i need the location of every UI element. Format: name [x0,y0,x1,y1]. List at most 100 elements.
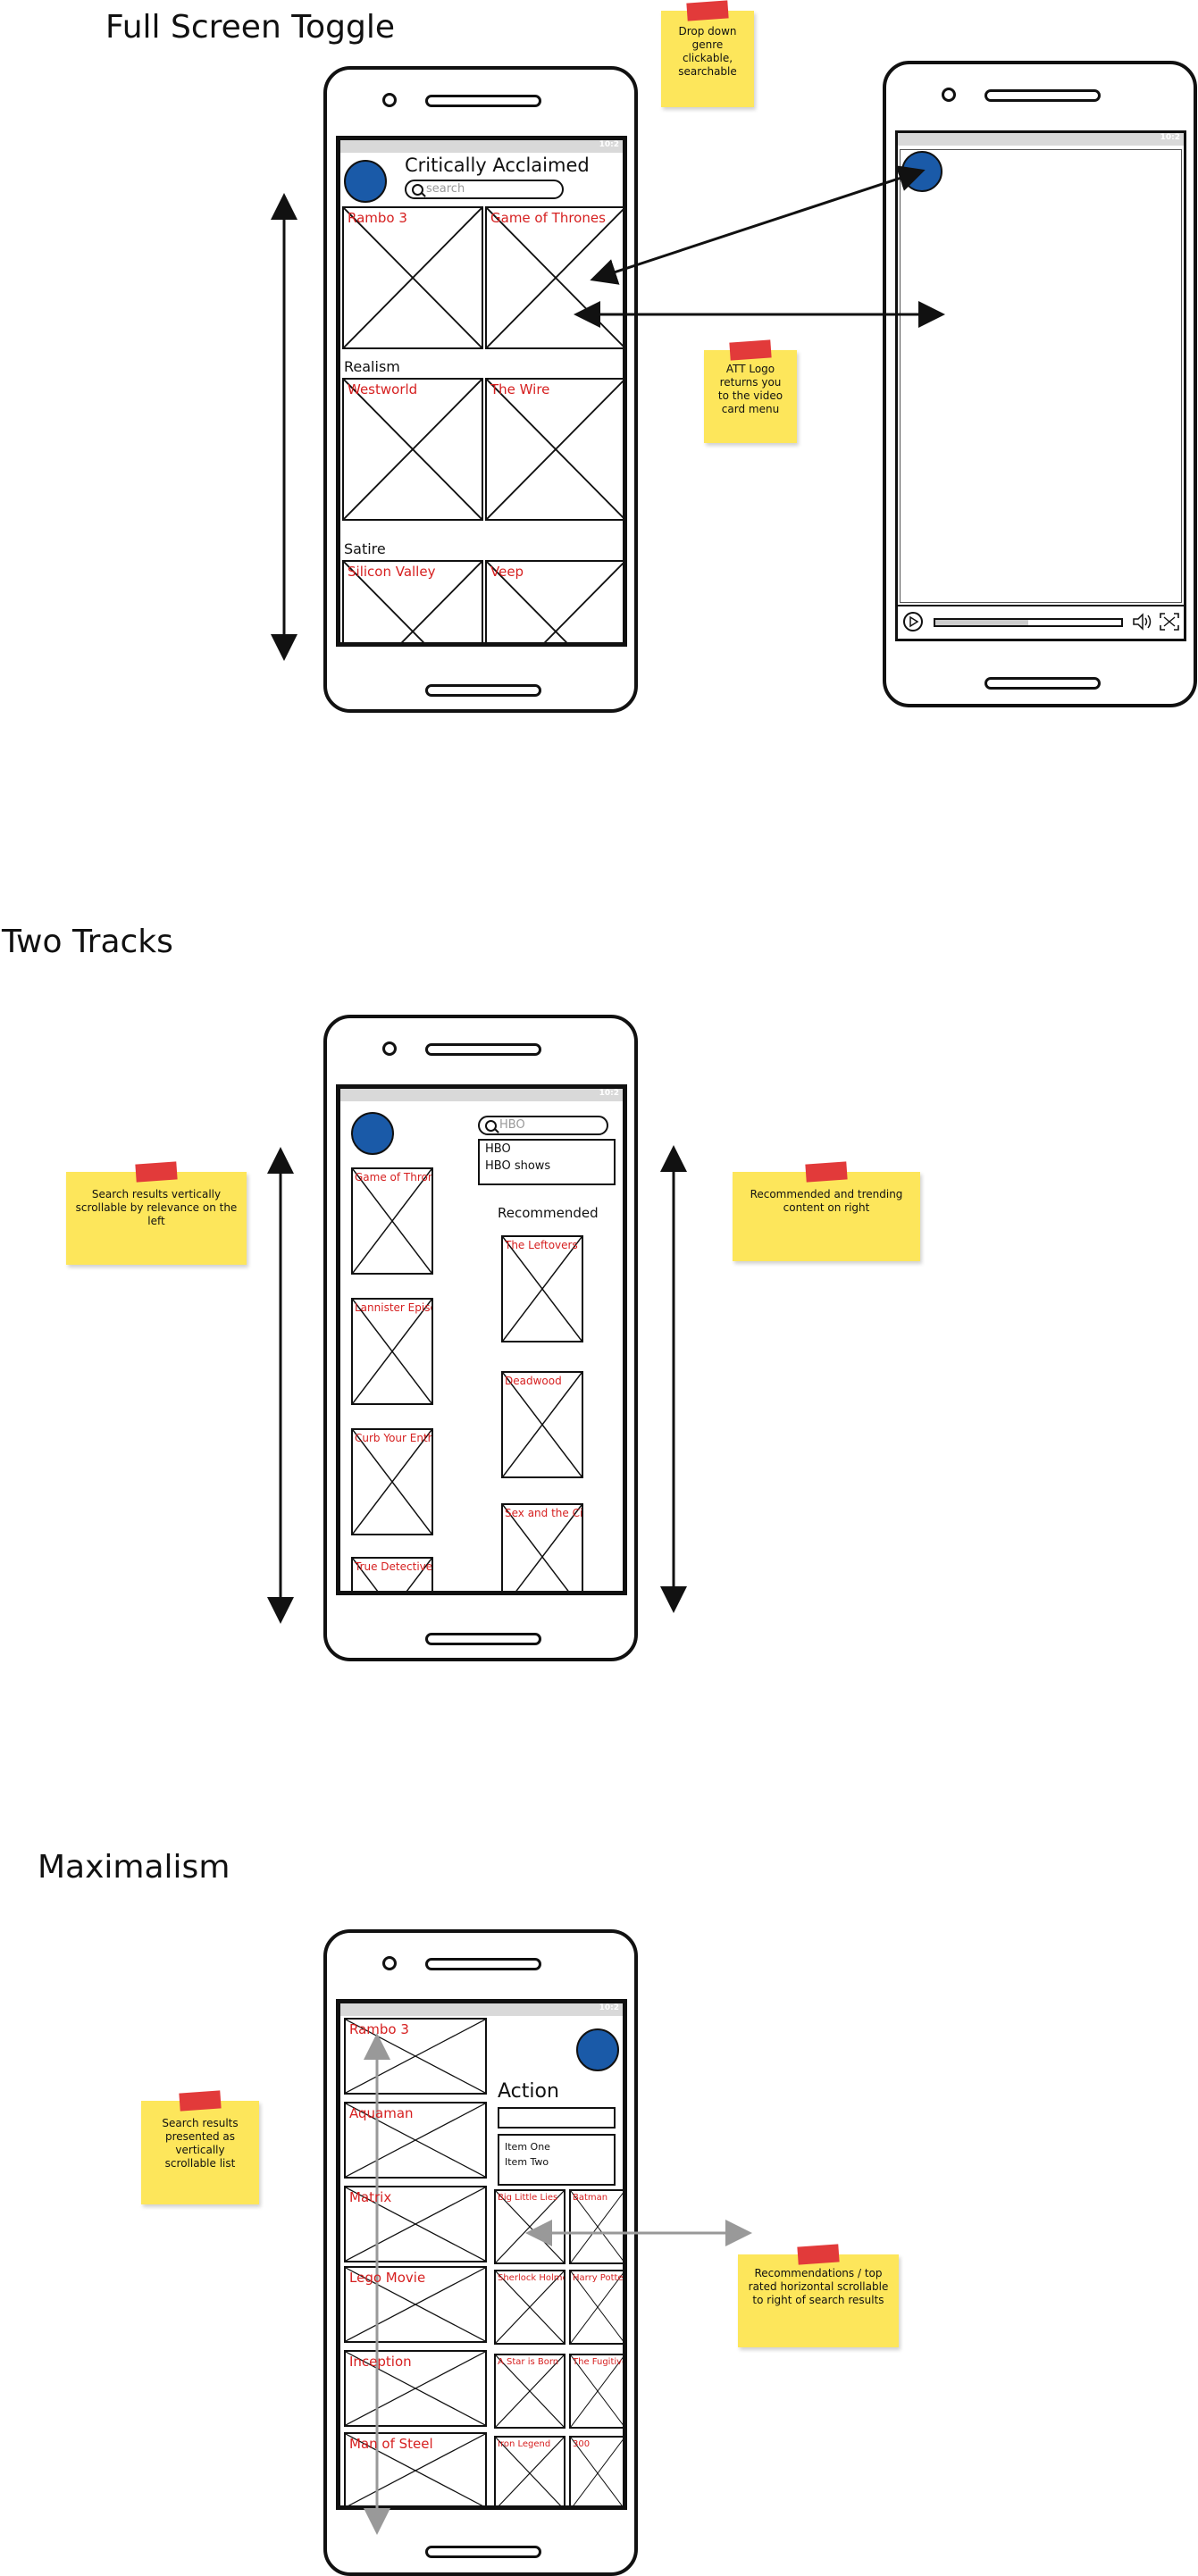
genre-title[interactable]: Critically Acclaimed [405,155,590,176]
video-card[interactable]: The Wire [485,378,623,521]
note-text: Recommended and trending content on righ… [750,1188,903,1214]
card-title: Aquaman [349,2105,414,2121]
card-title: Big Little Lies [498,2193,558,2203]
att-logo[interactable] [344,160,387,203]
recommended-card[interactable]: The Leftovers [501,1235,583,1342]
recommended-label: Recommended [498,1205,599,1221]
video-card[interactable]: Silicon Valley [342,560,483,642]
search-input[interactable]: HBO [478,1116,608,1135]
list-card[interactable]: Lego Movie [344,2266,487,2343]
recommended-card[interactable]: Sex and the City [501,1503,583,1591]
grid-card[interactable]: Iron Legend [494,2436,565,2505]
progress-bar[interactable] [934,618,1123,627]
camera-icon [382,93,397,107]
status-time: 10:2 [599,2003,619,2012]
grid-card[interactable]: Harry Potter [569,2270,626,2345]
dropdown-option[interactable]: Item One [505,2141,550,2153]
genre-title[interactable]: Action [498,2080,559,2103]
phone-critically-acclaimed: 10:2 Critically Acclaimed search Rambo 3… [323,66,638,713]
dropdown-option[interactable]: Item Two [505,2156,549,2168]
player-controls [898,605,1184,639]
genre-label[interactable]: Realism [344,358,400,375]
grid-card[interactable]: 300 [569,2436,623,2505]
recommended-card[interactable]: Deadwood [501,1371,583,1478]
volume-icon[interactable] [1132,612,1153,631]
search-result-card[interactable]: Curb Your Enthusiasm [351,1428,433,1535]
genre-label[interactable]: Satire [344,540,386,557]
speaker-top [425,1958,541,1970]
genre-dropdown[interactable]: Item One Item Two [498,2134,616,2186]
att-logo[interactable] [351,1112,394,1155]
card-title: 300 [573,2439,591,2449]
speaker-top [425,1043,541,1056]
note-text: Drop down genre clickable, searchable [678,25,737,78]
search-result-card[interactable]: True Detective [351,1557,433,1591]
note-recommended-right: Recommended and trending content on righ… [733,1161,920,1261]
card-title: Lego Movie [349,2270,426,2286]
grid-card[interactable]: A Star is Born [494,2354,565,2429]
logo-link-arrow [590,165,926,285]
video-card[interactable]: Westworld [342,378,483,521]
search-input[interactable]: search [405,180,564,199]
search-result-card[interactable]: Game of Thrones [351,1167,433,1275]
note-recs-horizontal: Recommendations / top rated horizontal s… [738,2244,899,2347]
home-button[interactable] [425,2546,541,2558]
note-search-list: Search results presented as vertically s… [141,2090,259,2204]
note-tape [686,0,729,21]
phone-video-player: 10:2 [883,61,1197,707]
home-button[interactable] [984,677,1101,690]
section-title-maximalism: Maximalism [38,1849,230,1886]
grid-card[interactable]: Sherlock Holmes [494,2270,565,2345]
list-card[interactable]: Rambo 3 [344,2018,487,2095]
phone3-screen: 10:2 Action Item One Item Two Rambo 3 Aq… [336,1999,627,2510]
status-time: 10:2 [599,1089,619,1098]
card-title: Rambo 3 [349,2021,409,2037]
list-card[interactable]: Inception [344,2350,487,2427]
card-title: Iron Legend [498,2439,551,2449]
genre-select[interactable] [498,2107,616,2129]
grid-card[interactable]: Batman [569,2189,623,2264]
grid-card[interactable]: The Fugitive [569,2354,623,2429]
card-title: Inception [349,2354,412,2370]
status-bar: 10:2 [898,133,1184,146]
note-att-logo: ATT Logo returns you to the video card m… [704,339,797,443]
card-title: Matrix [349,2189,392,2205]
search-result-card[interactable]: Lannister Episodes [351,1298,433,1405]
card-title: Deadwood [505,1375,562,1387]
video-card-title: The Wire [490,381,550,397]
list-card[interactable]: Aquaman [344,2102,487,2179]
note-tape [797,2244,840,2265]
home-button[interactable] [425,684,541,697]
search-dropdown[interactable]: HBO HBO shows [478,1139,616,1185]
video-card[interactable]: Rambo 3 [342,206,483,349]
status-bar: 10:2 [340,1089,623,1101]
video-card-title: Veep [490,564,524,580]
card-title: A Star is Born [498,2357,559,2367]
dropdown-option[interactable]: HBO shows [485,1159,551,1173]
video-area[interactable] [900,149,1182,603]
note-search-vertical: Search results vertically scrollable by … [66,1161,247,1265]
video-card[interactable]: Game of Thrones [485,206,623,349]
card-title: Lannister Episodes [355,1301,431,1314]
status-time: 10:2 [1160,133,1180,142]
camera-icon [382,1956,397,1970]
note-tape [135,1161,178,1183]
video-card-title: Game of Thrones [490,210,606,226]
search-icon [485,1120,497,1132]
dropdown-option[interactable]: HBO [485,1142,511,1156]
speaker-top [984,89,1101,102]
play-icon[interactable] [903,612,923,631]
note-text: Recommendations / top rated horizontal s… [748,2267,889,2306]
att-logo[interactable] [576,2028,619,2071]
fullscreen-icon[interactable] [1159,612,1180,631]
card-title: Sherlock Holmes [498,2273,565,2283]
note-text: ATT Logo returns you to the video card m… [717,363,783,415]
card-title: Harry Potter [573,2273,626,2283]
status-time: 10:2 [599,140,619,149]
grid-card[interactable]: Big Little Lies [494,2189,565,2264]
list-card[interactable]: Man of Steel [344,2432,487,2505]
video-card[interactable]: Veep [485,560,623,642]
list-card[interactable]: Matrix [344,2186,487,2262]
note-tape [179,2090,222,2112]
home-button[interactable] [425,1633,541,1645]
